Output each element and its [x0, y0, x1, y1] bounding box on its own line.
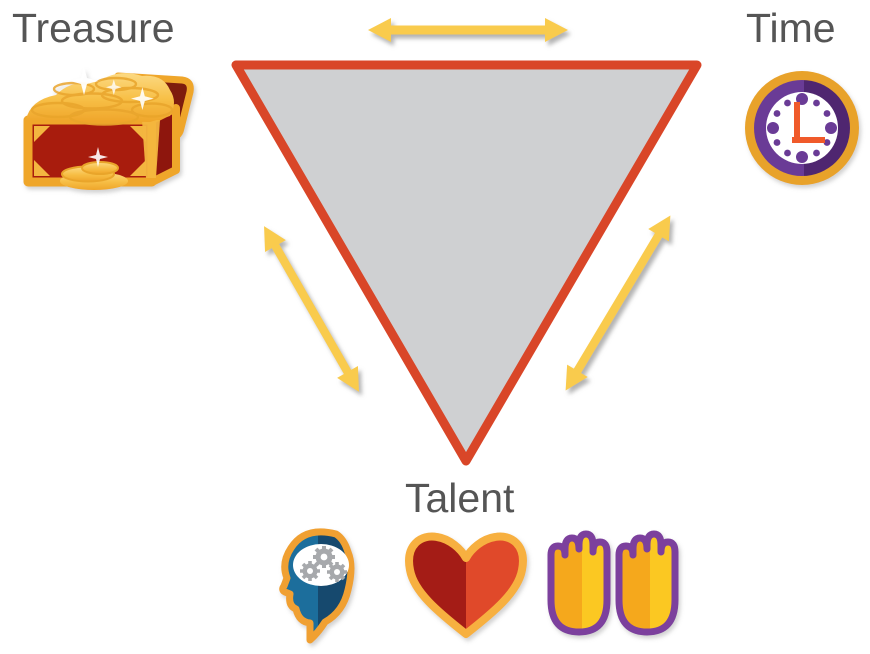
spilled-coins [60, 147, 128, 190]
node-label-time: Time [746, 5, 836, 51]
gear-cluster [300, 546, 347, 582]
clock-marks [767, 93, 837, 163]
treasure-talent-arrow [264, 226, 359, 392]
head-with-gears-icon [279, 528, 355, 644]
time-talent-arrow [565, 215, 671, 391]
inverted-triangle [231, 60, 702, 466]
treasure-chest-icon [23, 67, 194, 190]
node-label-talent: Talent [405, 475, 515, 521]
node-label-treasure: Treasure [12, 5, 175, 51]
clock-hands [792, 102, 825, 143]
hand-left [547, 530, 611, 636]
hand-right [615, 530, 679, 636]
treasure-time-arrow [368, 18, 568, 42]
heart-icon [405, 532, 527, 638]
coin-heap [26, 67, 174, 126]
hands-icon [547, 530, 679, 636]
clock-icon [745, 71, 859, 185]
